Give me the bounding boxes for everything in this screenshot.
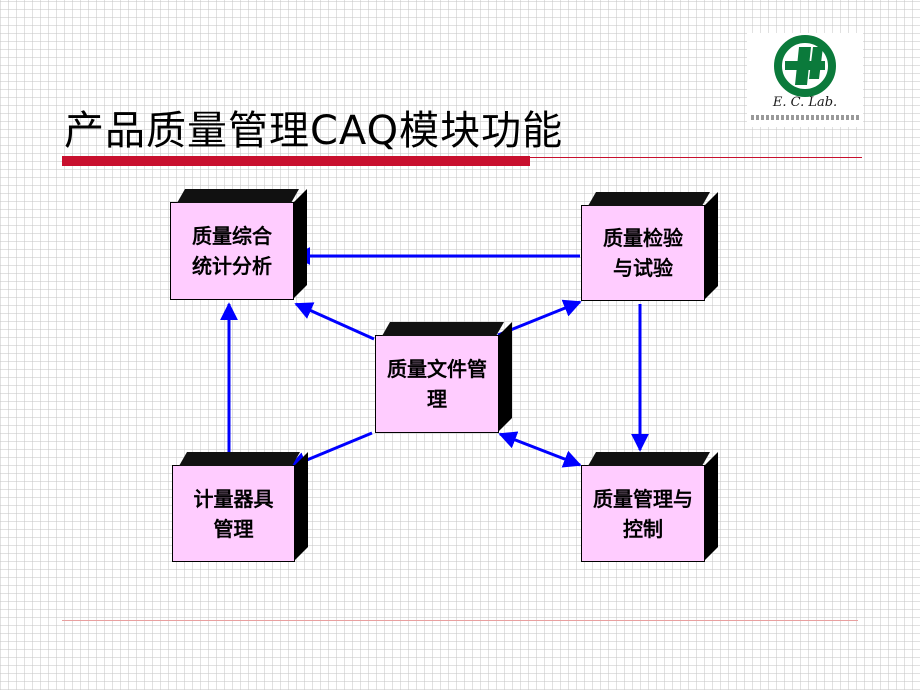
node-line: 计量器具 <box>193 486 274 511</box>
title-rule-thin <box>530 157 862 158</box>
node-line: 控制 <box>623 516 663 541</box>
footer-rule <box>62 620 858 621</box>
node-quality-analysis[interactable]: 质量综合统计分析 <box>170 202 294 300</box>
slide-title: 产品质量管理CAQ模块功能 <box>64 108 564 154</box>
node-line: 与试验 <box>613 256 673 280</box>
edge-documents-to-analysis <box>294 302 375 341</box>
node-line: 理 <box>427 387 447 411</box>
node-line: 统计分析 <box>192 254 272 278</box>
node-quality-inspection[interactable]: 质量检验与试验 <box>581 205 705 301</box>
node-measuring-instruments[interactable]: 计量器具管理 <box>172 465 295 562</box>
node-line: 质量综合 <box>192 224 272 248</box>
node-quality-documents[interactable]: 质量文件管理 <box>375 335 499 433</box>
node-line: 管理 <box>213 516 254 541</box>
node-line: 质量检验 <box>603 226 683 250</box>
logo-caption: E. C. Lab. <box>772 95 838 110</box>
node-line: 质量管理与 <box>593 486 693 511</box>
lab-logo-icon <box>774 35 836 97</box>
node-line: 质量文件管 <box>387 357 487 381</box>
title-underline <box>62 156 530 166</box>
logo-subtitle-strip <box>751 115 859 120</box>
lab-logo: E. C. Lab. <box>747 33 863 127</box>
edge-documents-control-bidirectional <box>498 431 582 468</box>
node-quality-control[interactable]: 质量管理与控制 <box>581 465 705 562</box>
